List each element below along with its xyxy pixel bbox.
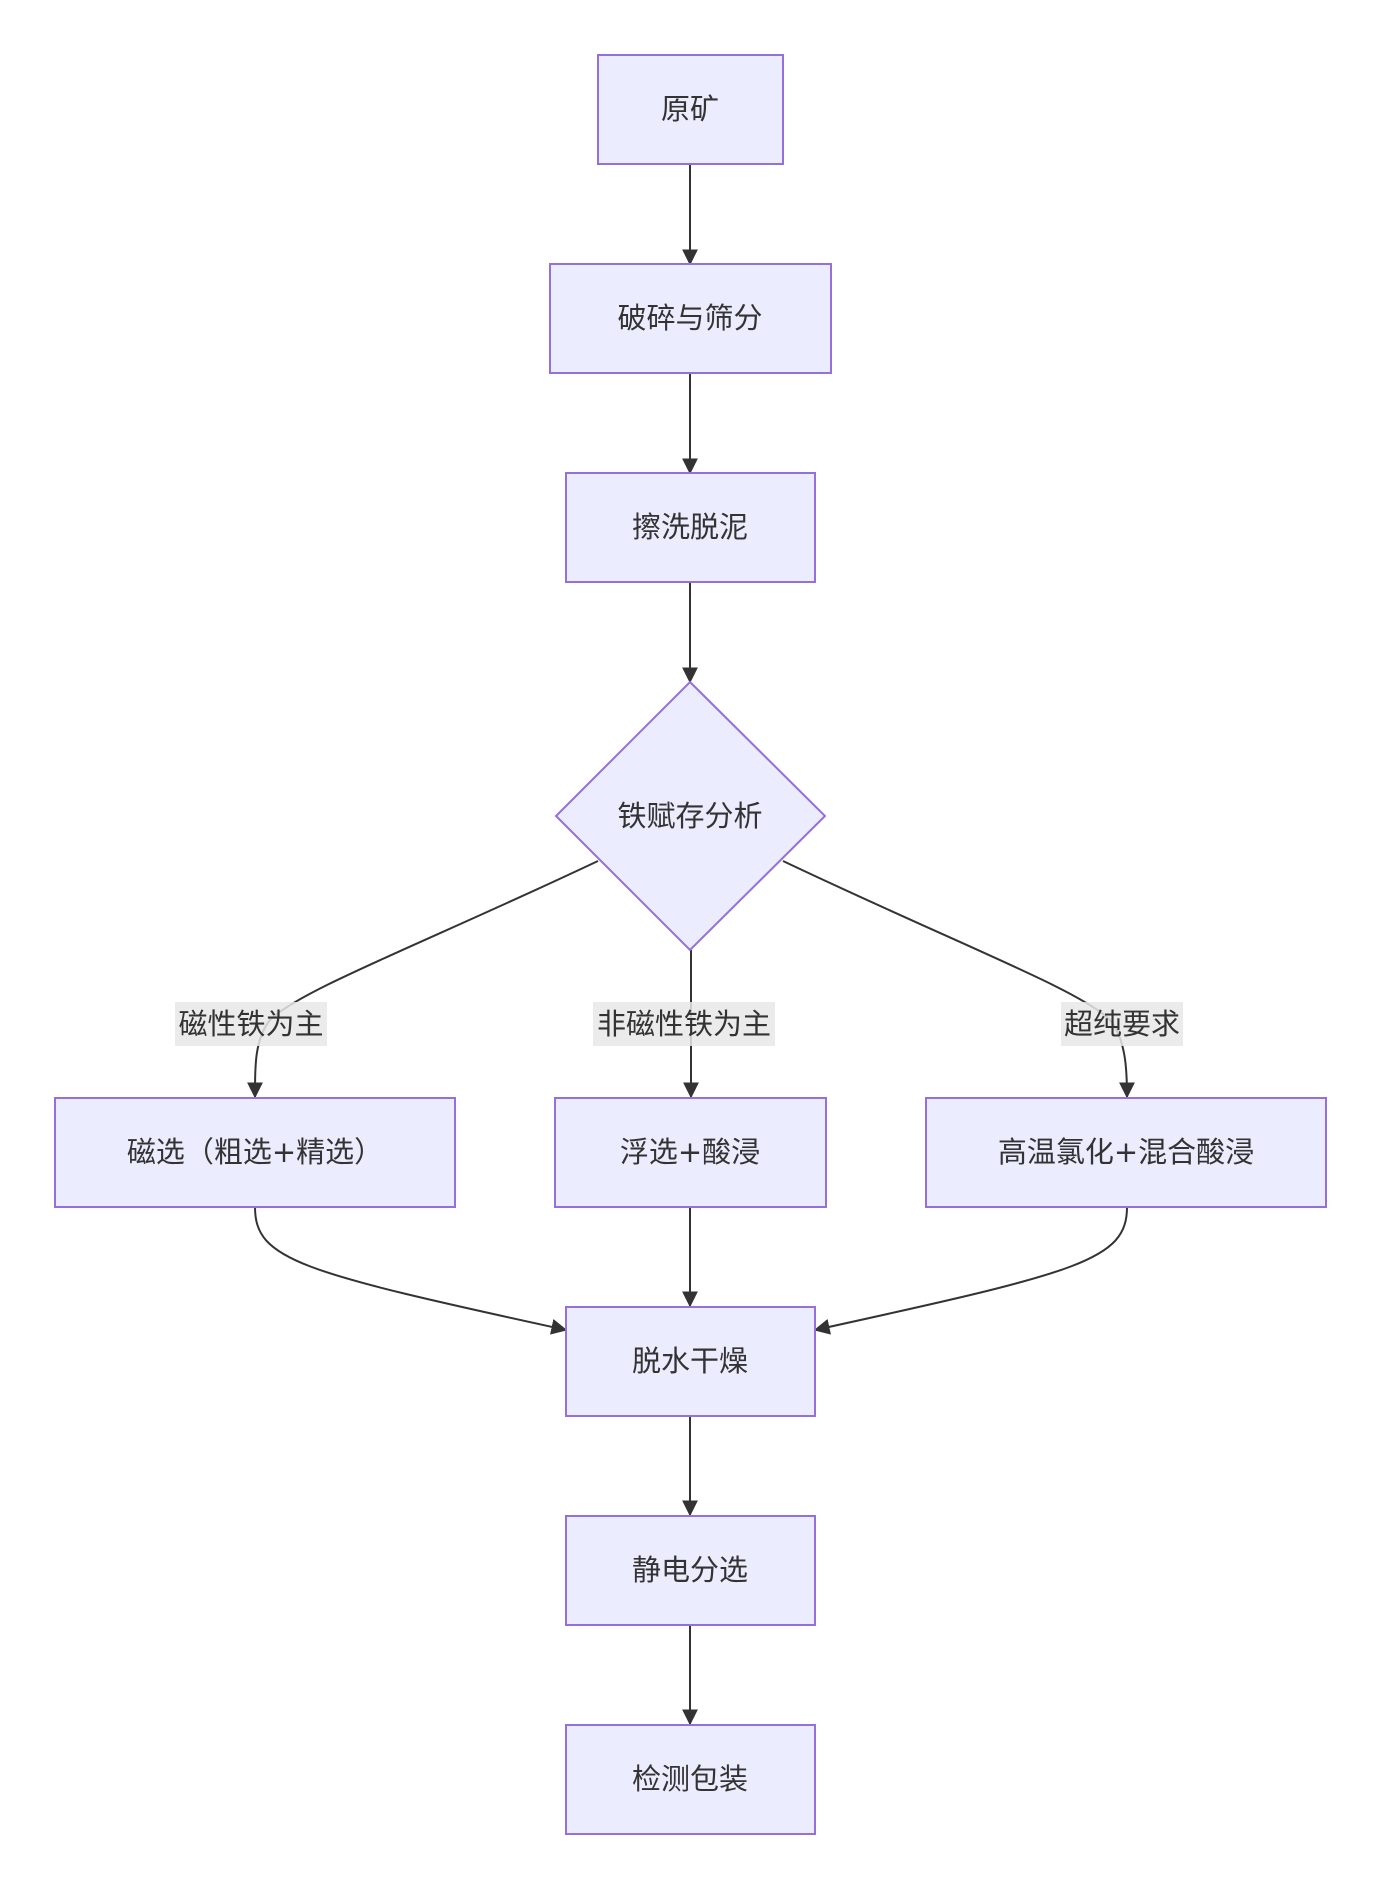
svg-text:破碎与筛分: 破碎与筛分 [617, 301, 762, 335]
node-dewater: 脱水干燥 [565, 1306, 816, 1417]
svg-text:浮选+酸浸: 浮选+酸浸 [620, 1135, 760, 1169]
edge-label-ultrapure: 超纯要求 [1061, 1002, 1183, 1046]
svg-text:超纯要求: 超纯要求 [1064, 1007, 1180, 1041]
svg-text:原矿: 原矿 [661, 92, 719, 126]
svg-text:磁选（粗选+精选）: 磁选（粗选+精选） [127, 1135, 383, 1169]
node-analysis: 铁赋存分析 [554, 680, 827, 952]
edge-label-nonmagnetic-iron: 非磁性铁为主 [593, 1002, 775, 1046]
node-ore: 原矿 [597, 54, 784, 165]
edge-labels: 磁性铁为主 非磁性铁为主 超纯要求 [175, 1002, 1183, 1046]
edge-magnetic-to-dewater [254, 1206, 568, 1335]
svg-text:脱水干燥: 脱水干燥 [632, 1344, 748, 1378]
svg-text:静电分选: 静电分选 [632, 1553, 748, 1587]
node-electrostatic: 静电分选 [565, 1515, 816, 1626]
edge-label-magnetic-iron: 磁性铁为主 [175, 1002, 327, 1046]
node-magnetic: 磁选（粗选+精选） [54, 1097, 456, 1208]
svg-text:非磁性铁为主: 非磁性铁为主 [597, 1007, 771, 1041]
node-chlorination: 高温氯化+混合酸浸 [925, 1097, 1327, 1208]
node-crush: 破碎与筛分 [549, 263, 832, 374]
svg-text:检测包装: 检测包装 [632, 1762, 748, 1796]
svg-text:擦洗脱泥: 擦洗脱泥 [632, 510, 748, 544]
node-flotation: 浮选+酸浸 [554, 1097, 827, 1208]
edge-chlorination-to-dewater [813, 1206, 1128, 1335]
edge-analysis-to-magnetic [246, 860, 599, 1099]
node-package: 检测包装 [565, 1724, 816, 1835]
nodes: 原矿 破碎与筛分 擦洗脱泥 铁赋存分析 磁选（粗选+精选） 浮选+酸浸 高温氯化… [54, 54, 1327, 1835]
node-scrub: 擦洗脱泥 [565, 472, 816, 583]
svg-text:铁赋存分析: 铁赋存分析 [617, 799, 762, 833]
edge-analysis-to-chlorination [782, 860, 1135, 1099]
svg-text:高温氯化+混合酸浸: 高温氯化+混合酸浸 [998, 1135, 1254, 1169]
svg-text:磁性铁为主: 磁性铁为主 [178, 1007, 323, 1041]
